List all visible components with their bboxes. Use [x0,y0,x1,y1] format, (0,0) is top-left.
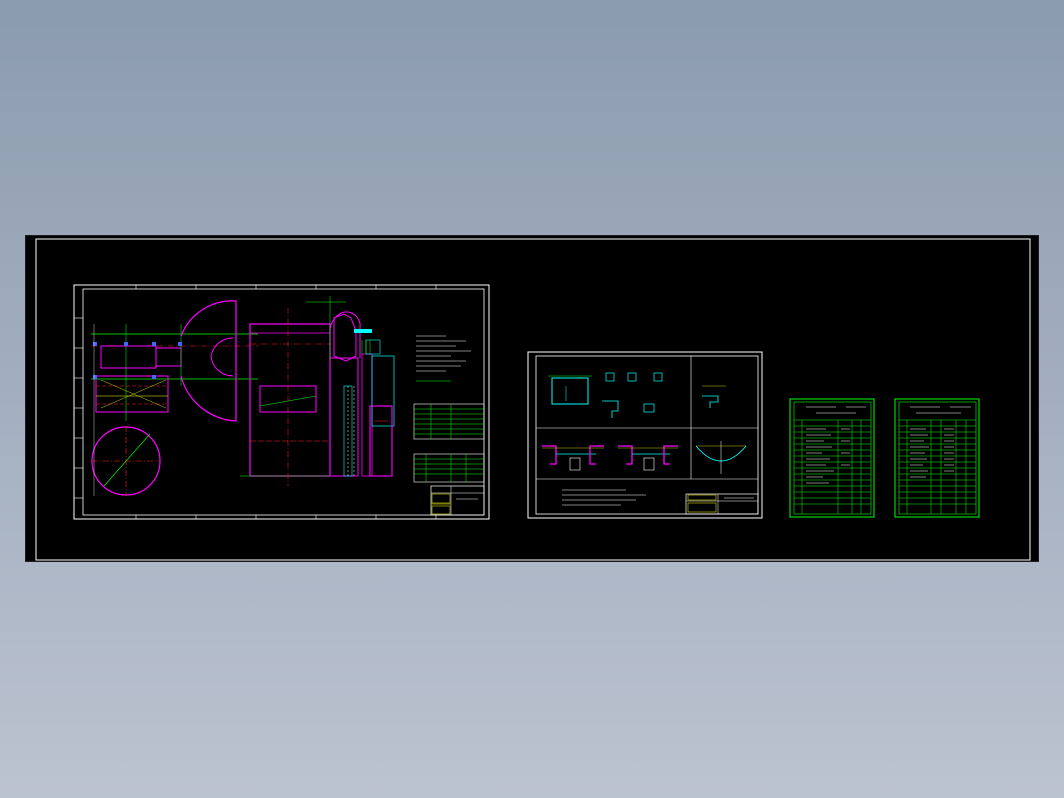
sheet-1-border [73,284,490,520]
parameter-table [413,403,485,440]
parts-table-sheet-1 [413,453,485,483]
cad-model-space-canvas[interactable] [26,236,1040,563]
title-block-sheet-1 [430,485,485,516]
sheet-4-parts-list[interactable] [894,398,980,518]
sheet-3-border [789,398,875,518]
sheet-2-detail-drawing[interactable] [527,351,763,519]
sheet-2-border [527,351,763,519]
technical-notes [416,335,471,382]
cad-drawing-viewport[interactable] [25,235,1039,562]
sheet-1-zone-ticks [74,285,437,519]
foundation-sections [542,441,747,474]
sheet-2-notes [562,489,646,506]
sheet-4-inner-border [898,401,977,515]
sheet-4-cell-text [910,406,971,478]
outer-layout-frame [35,238,1031,561]
sheet-3-rows [794,419,871,514]
sheet-4-border [894,398,980,518]
sheet-1-inner-border [82,288,485,516]
sheet-2-inner-border [535,355,759,515]
sheet-3-inner-border [793,401,872,515]
sheet-3-cell-text [806,406,866,484]
sheet-4-rows [899,419,976,514]
sheet-1-assembly-drawing[interactable] [73,284,490,520]
title-block-sheet-2 [685,493,759,515]
plan-view [91,300,258,496]
elevation-view [240,296,395,486]
anchor-plan-detail [548,372,726,418]
sheet-3-material-list[interactable] [789,398,875,518]
